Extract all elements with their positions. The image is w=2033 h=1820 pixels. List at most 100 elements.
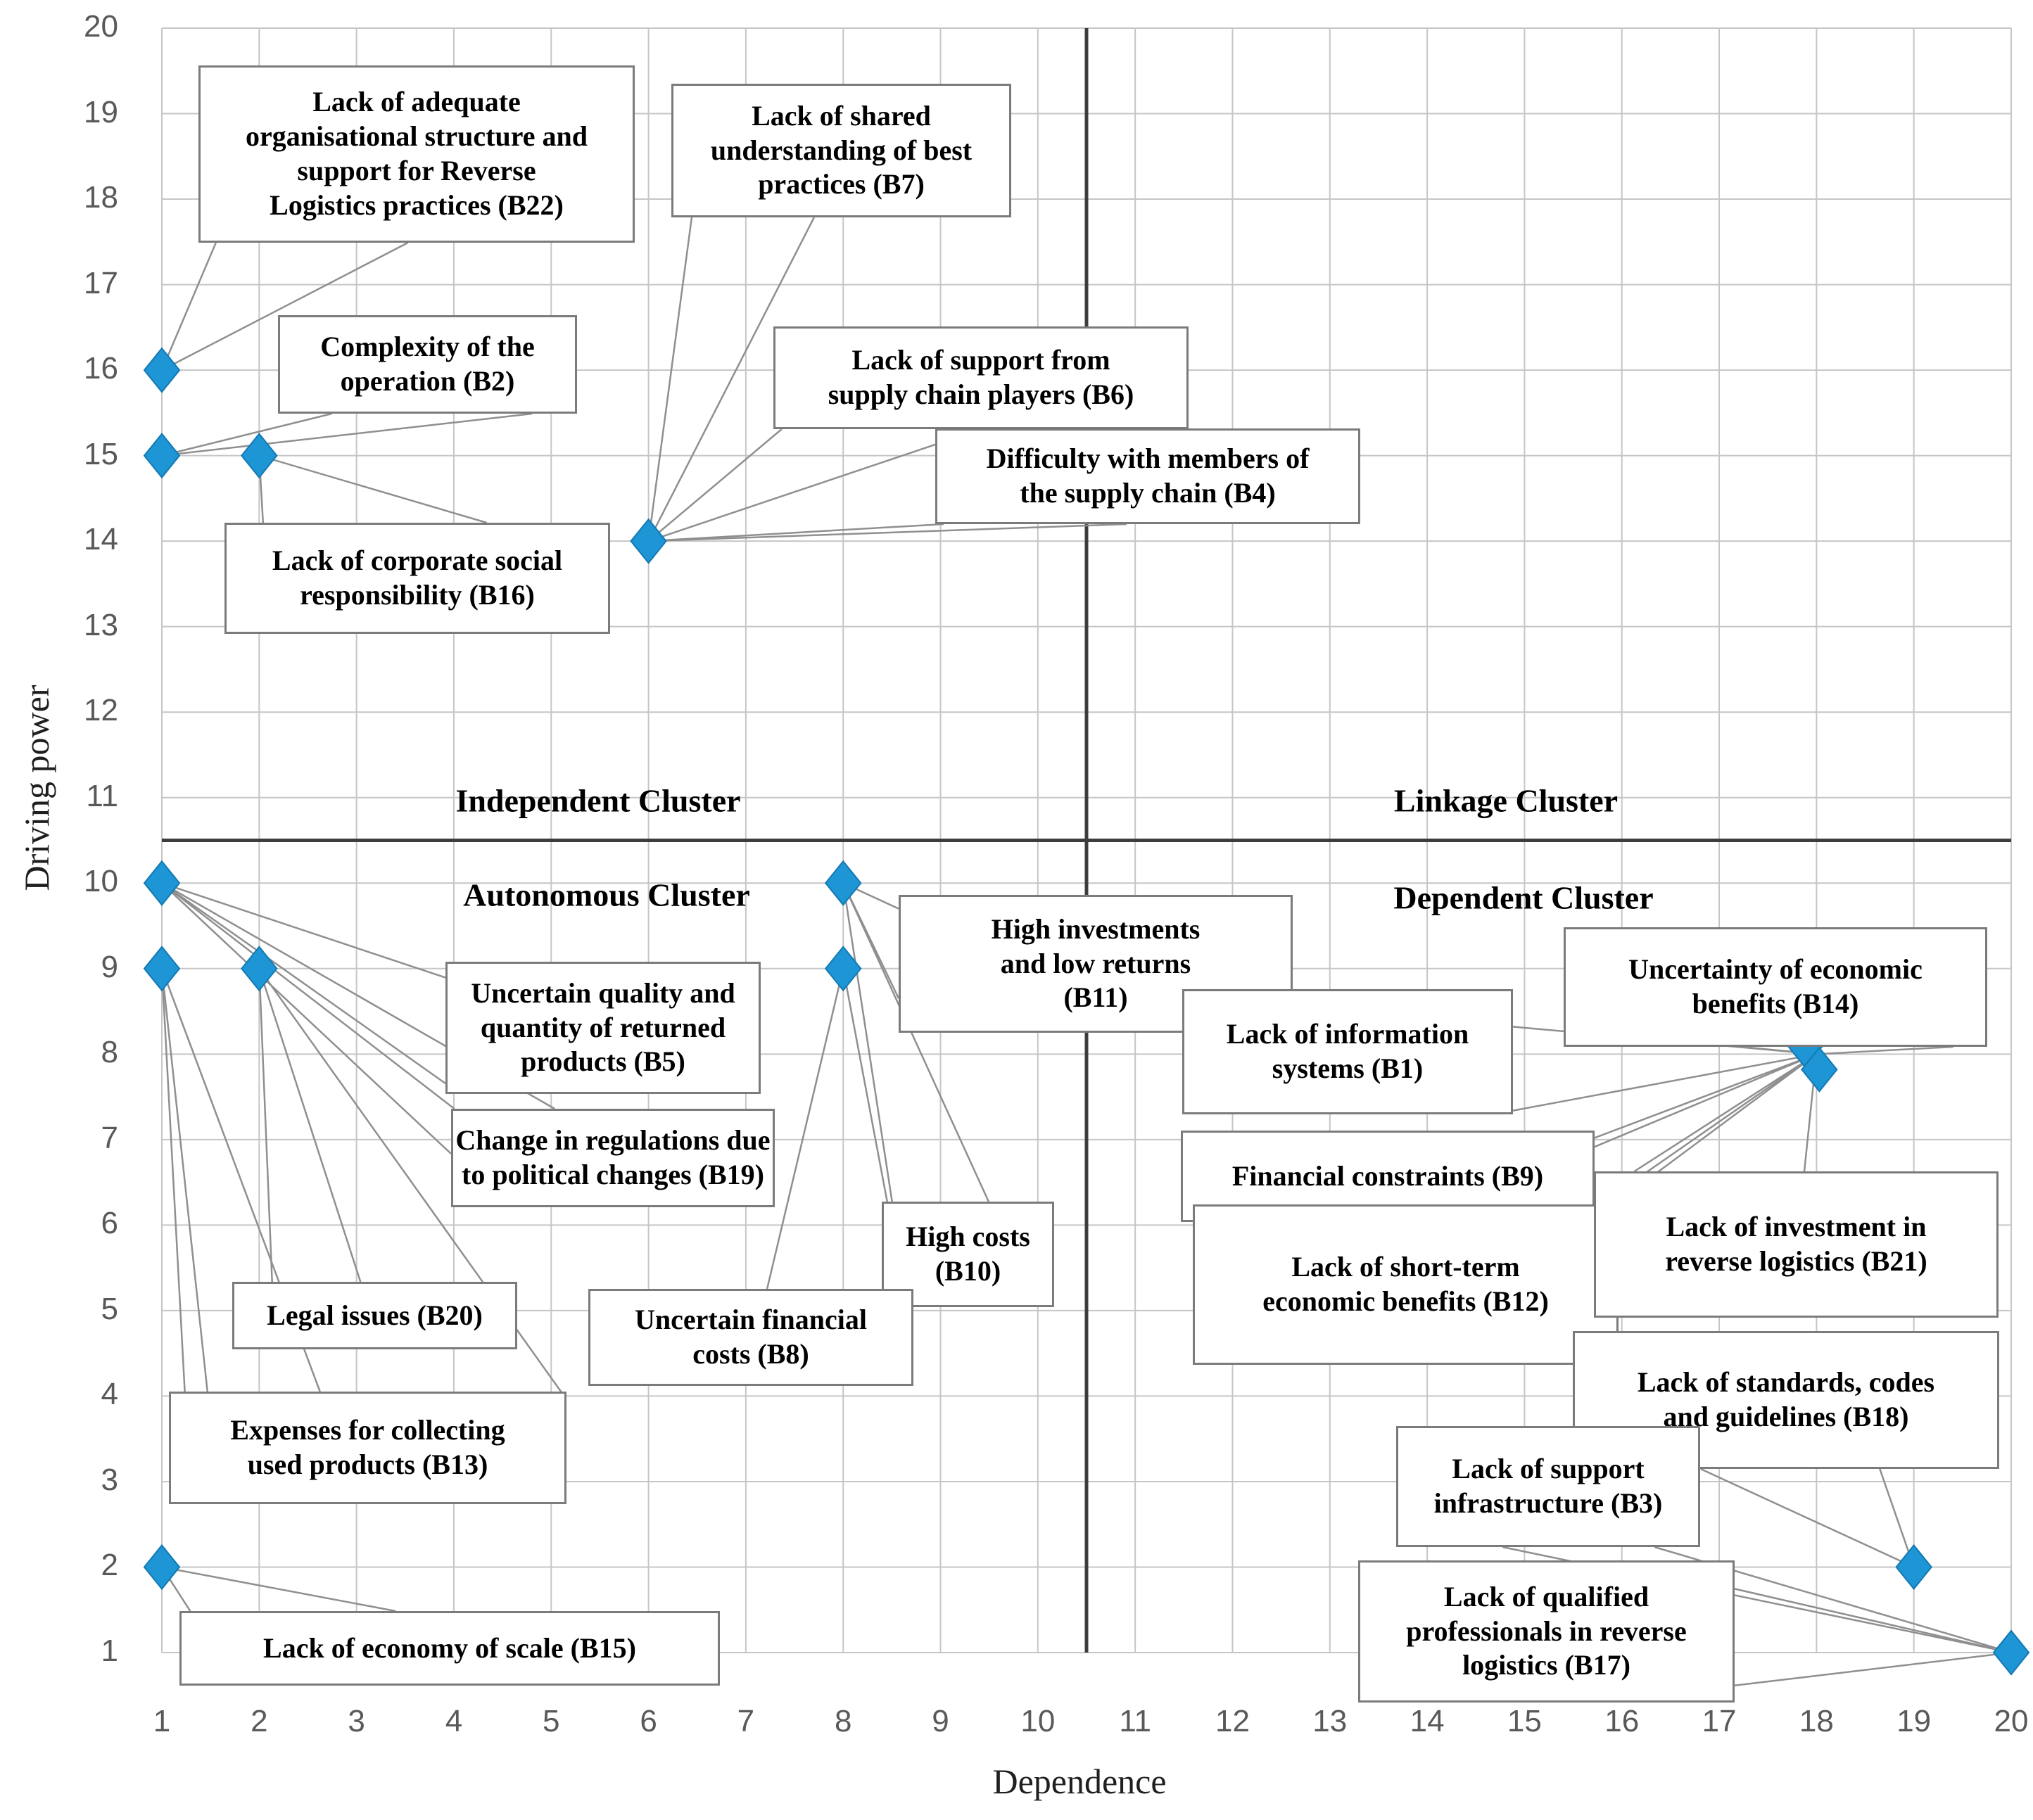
x-axis-tick-label: 10 [1020,1704,1056,1738]
callout-box-B16: Lack of corporate social responsibility … [224,523,610,634]
callout-leader-line [161,882,446,979]
callout-leader-line [842,882,990,1202]
y-axis-tick-label: 9 [101,949,118,984]
callout-box-B12: Lack of short-term economic benefits (B1… [1193,1204,1619,1365]
data-point-diamond [630,518,667,564]
callout-box-B6: Lack of support from supply chain player… [773,326,1189,429]
callout-leader-line [160,242,217,371]
callout-box-B15: Lack of economy of scale (B15) [179,1611,720,1686]
callout-box-B17: Lack of qualified professionals in rever… [1358,1560,1735,1703]
y-axis-tick-label: 20 [84,9,118,44]
callout-box-B14: Uncertainty of economic benefits (B14) [1564,927,1987,1047]
data-point-diamond [143,433,181,479]
quadrant-label-linkage: Linkage Cluster [1393,782,1619,819]
data-point-diamond [143,347,181,393]
y-axis-tick-label: 15 [84,436,118,471]
callout-leader-line [842,883,893,1202]
data-point-diamond [241,433,278,479]
x-axis-tick-label: 5 [543,1704,560,1738]
callout-box-B3: Lack of support infrastructure (B3) [1396,1426,1700,1547]
data-point-diamond [1992,1629,2030,1676]
callout-leader-line [648,523,944,542]
callout-leader-line [647,217,693,542]
x-axis-tick-label: 2 [251,1704,268,1738]
y-axis-tick-label: 11 [86,778,118,813]
callout-box-B7: Lack of shared understanding of best pra… [671,84,1011,217]
quadrant-label-dependent: Dependent Cluster [1393,879,1654,916]
y-axis-tick-label: 13 [84,607,118,642]
callout-leader-line [161,882,446,1084]
callout-leader-line [1512,1053,1817,1112]
callout-leader-line [161,882,452,1154]
y-axis-title: Driving power [17,685,56,891]
x-axis-title: Dependence [992,1762,1167,1801]
x-axis-tick-label: 9 [932,1704,949,1738]
x-axis-tick-label: 14 [1410,1704,1445,1738]
callout-leader-line [1700,1468,1915,1568]
y-axis-tick-label: 4 [101,1377,118,1412]
x-axis-tick-label: 8 [834,1704,852,1738]
y-axis-tick-label: 19 [84,94,118,129]
y-axis-tick-label: 5 [101,1291,118,1326]
callout-leader-line [160,968,209,1394]
callout-box-B21: Lack of investment in reverse logistics … [1594,1171,1999,1318]
callout-leader-line [648,523,1127,542]
callout-leader-line [258,968,273,1283]
x-axis-tick-label: 11 [1119,1704,1151,1738]
x-axis-tick-label: 7 [737,1704,755,1738]
callout-leader-line [766,968,844,1290]
x-axis-tick-label: 19 [1896,1704,1932,1738]
y-axis-tick-label: 6 [101,1206,118,1241]
callout-box-B11: High investments and low returns (B11) [899,895,1293,1033]
callout-box-B9: Financial constraints (B9) [1181,1131,1595,1222]
callout-leader-line [1816,1045,1953,1055]
y-axis-tick-label: 16 [84,351,118,386]
callout-box-B20: Legal issues (B20) [232,1282,517,1349]
data-point-diamond [143,1544,181,1591]
x-axis-tick-label: 1 [153,1704,171,1738]
quadrant-label-autonomous: Autonomous Cluster [463,877,750,913]
callout-leader-line [1734,1651,2012,1687]
callout-leader-line [647,428,783,542]
callout-leader-line [161,412,533,457]
x-axis-tick-label: 6 [640,1704,657,1738]
x-axis-tick-label: 20 [1994,1704,2029,1738]
y-axis-tick-label: 2 [101,1548,118,1583]
callout-box-B13: Expenses for collecting used products (B… [169,1392,566,1504]
y-axis-tick-label: 10 [84,864,118,899]
callout-leader-line [1734,1588,2012,1654]
y-axis-tick-label: 3 [101,1462,118,1497]
x-axis-tick-label: 16 [1604,1704,1640,1738]
callout-leader-line [161,882,455,1109]
callout-box-B8: Uncertain financial costs (B8) [588,1289,913,1386]
callout-leader-line [160,968,186,1392]
callout-box-B5: Uncertain quality and quantity of return… [445,962,761,1094]
callout-box-B22: Lack of adequate organisational structur… [198,65,635,243]
data-point-diamond [824,946,862,992]
callout-leader-line [161,412,332,457]
y-axis-tick-label: 17 [84,265,118,300]
data-point-diamond [143,946,181,992]
data-point-diamond [1801,1046,1838,1093]
data-point-diamond [143,860,181,906]
x-axis-tick-label: 17 [1702,1704,1737,1738]
callout-box-B2: Complexity of the operation (B2) [278,315,577,414]
data-point-diamond [824,860,862,906]
callout-leader-line [1633,1053,1818,1173]
data-point-diamond [1895,1544,1932,1591]
callout-leader-line [258,454,487,524]
x-axis-tick-label: 18 [1799,1704,1834,1738]
x-axis-tick-label: 15 [1507,1704,1542,1738]
callout-leader-line [161,1566,396,1612]
y-axis-tick-label: 1 [101,1634,118,1668]
callout-leader-line [1594,1053,1817,1139]
y-axis-tick-label: 7 [101,1120,118,1155]
quadrant-label-independent: Independent Cluster [455,782,741,819]
y-axis-tick-label: 12 [84,693,118,728]
y-axis-tick-label: 14 [84,522,118,557]
data-point-diamond [241,946,278,992]
callout-leader-line [258,968,362,1283]
callout-leader-line [161,241,409,371]
